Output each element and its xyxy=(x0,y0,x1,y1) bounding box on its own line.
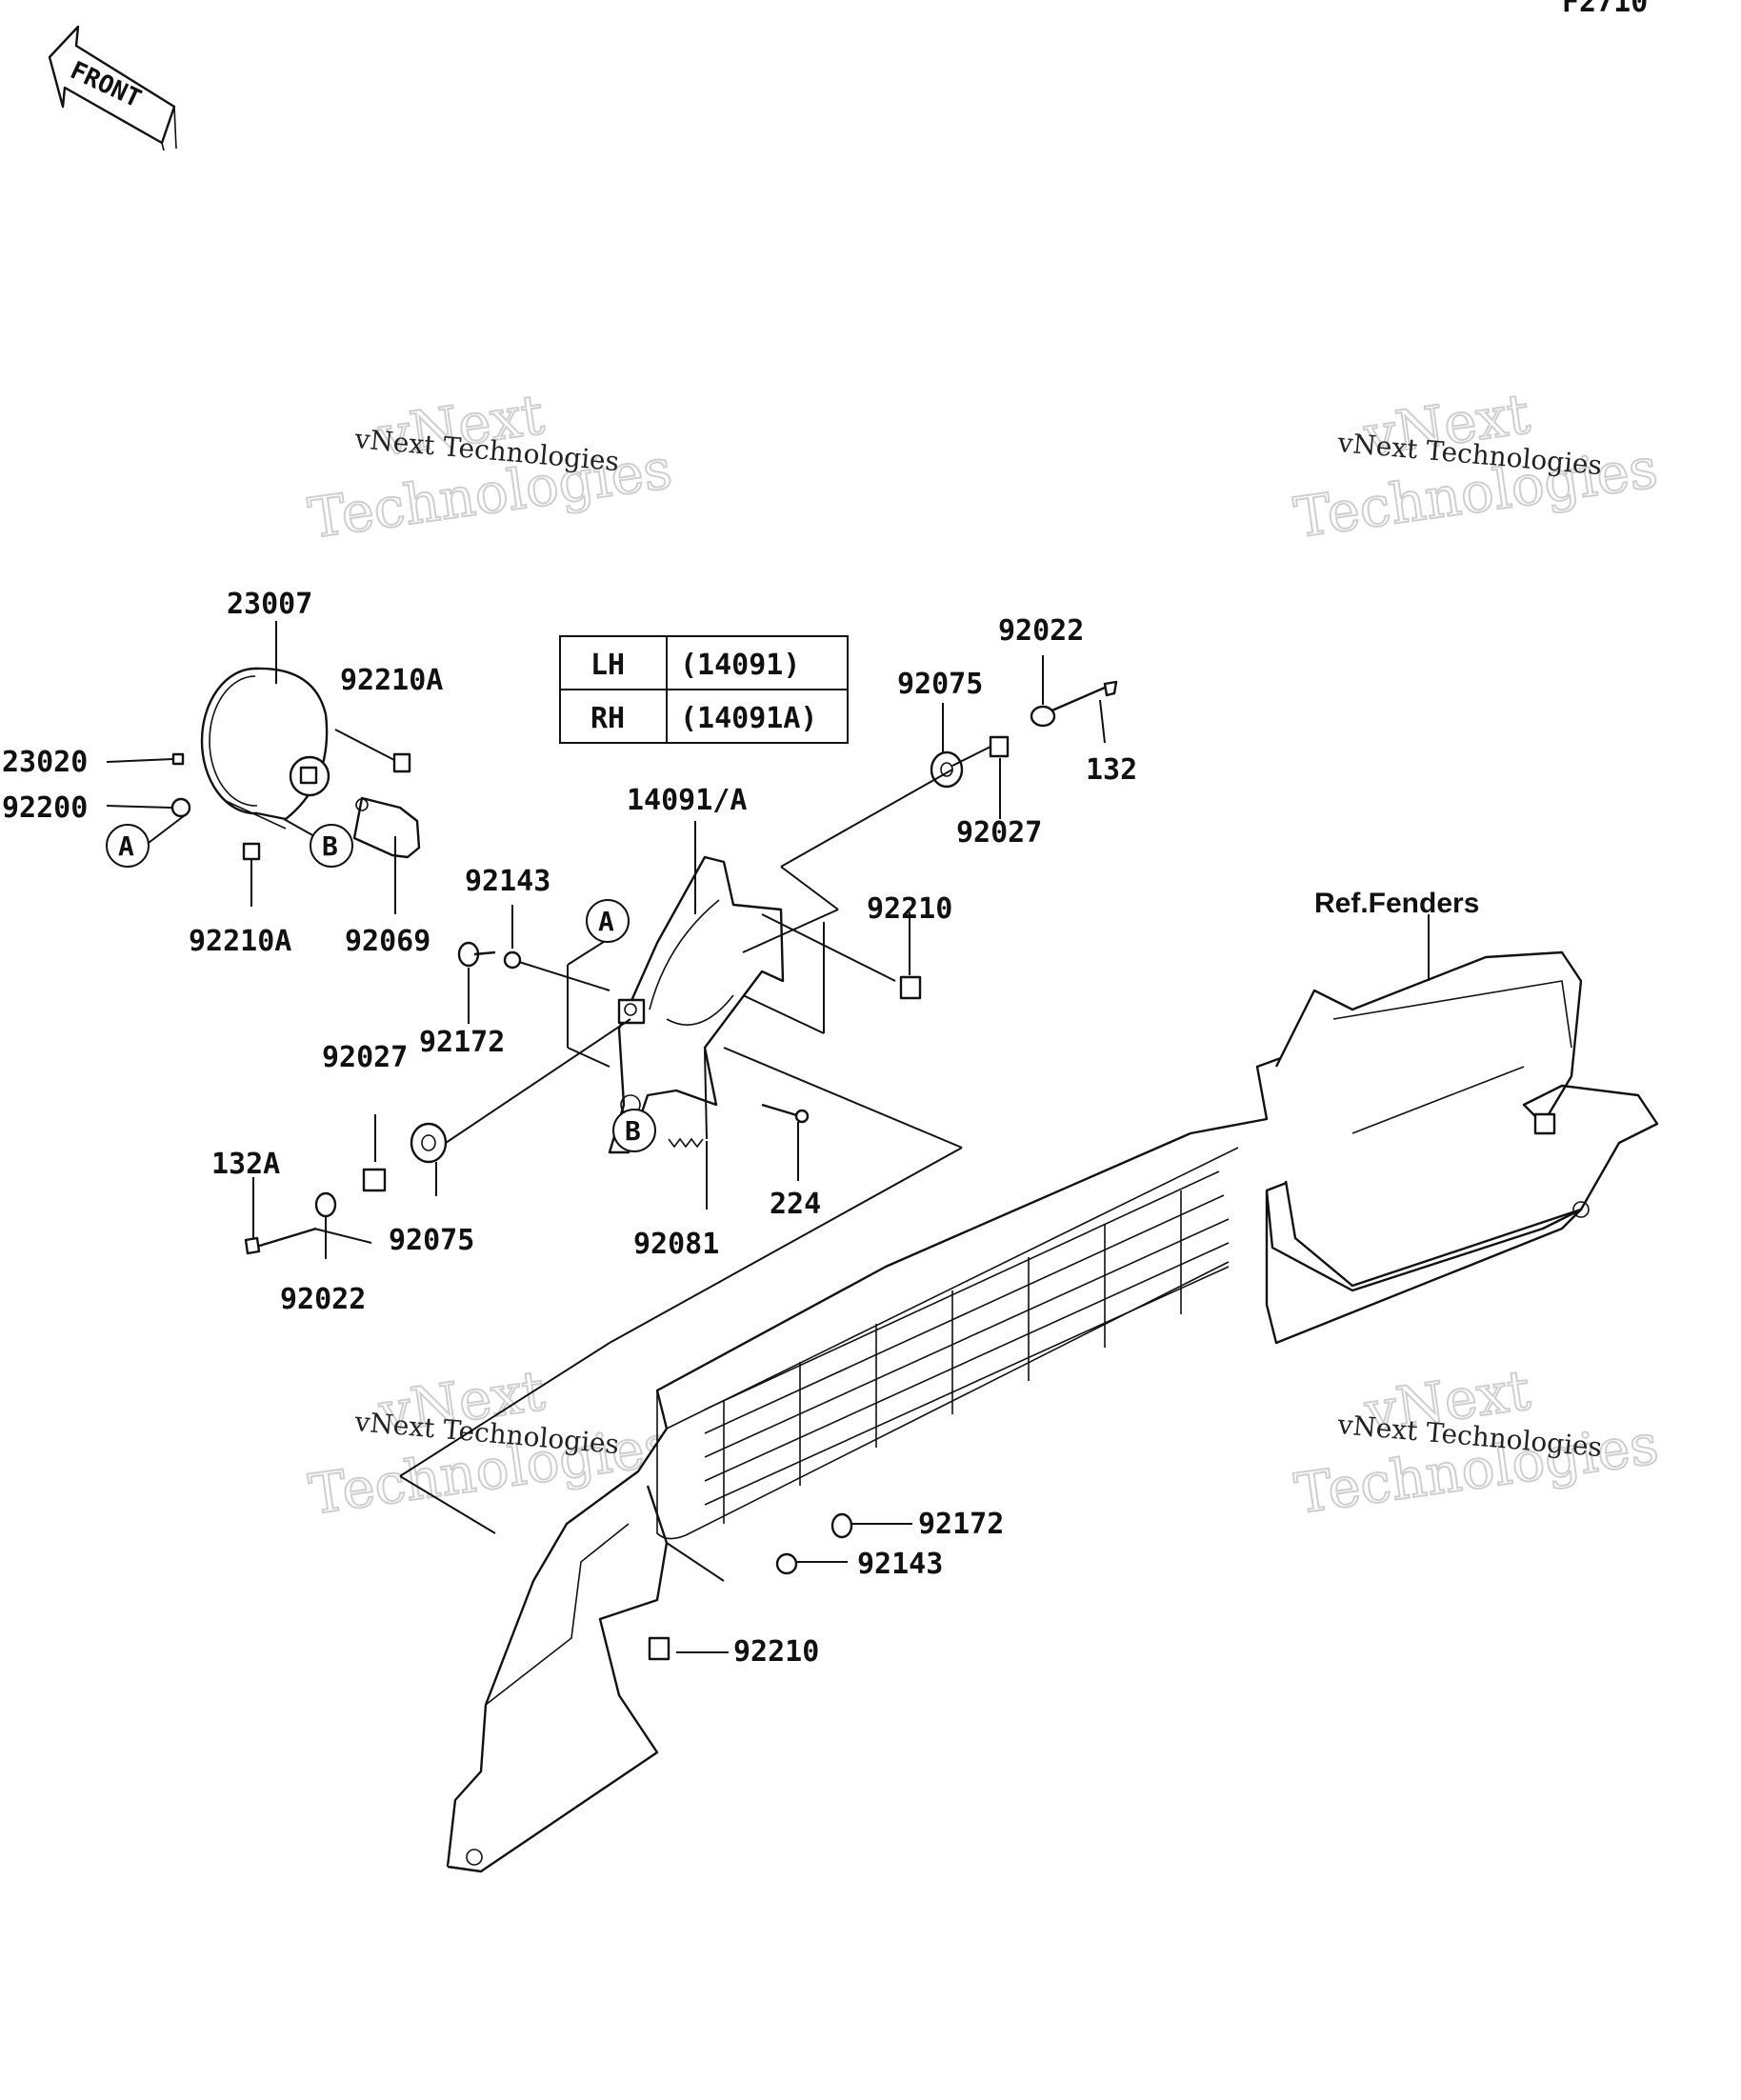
bolt-132 xyxy=(1047,680,1118,714)
washer-92143-bottom xyxy=(775,1552,798,1575)
table-side-rh: RH xyxy=(590,702,625,735)
callout-b-left: B xyxy=(310,824,353,868)
bulb-92069 xyxy=(352,796,421,859)
label-132: 132 xyxy=(1086,753,1137,787)
spring-92081 xyxy=(668,1137,704,1149)
washer-92200 xyxy=(170,797,191,818)
fender-bracket xyxy=(1274,950,1659,1288)
grommet-92075-left xyxy=(410,1122,448,1164)
grille-slats xyxy=(704,1170,1230,1524)
label-92210-bottom: 92210 xyxy=(733,1635,819,1669)
label-92027-top: 92027 xyxy=(956,816,1042,850)
label-92143-bottom: 92143 xyxy=(857,1548,943,1581)
label-132A: 132A xyxy=(211,1148,280,1181)
collar-92027-top xyxy=(989,735,1010,758)
page-code: F2710 xyxy=(1562,0,1648,19)
callout-a-bracket: A xyxy=(586,899,630,943)
label-14091A: 14091/A xyxy=(627,784,747,817)
washer-92022-top xyxy=(1030,705,1056,728)
table-side-lh: LH xyxy=(590,649,625,682)
label-92022-top: 92022 xyxy=(998,614,1084,648)
label-92027-left: 92027 xyxy=(322,1041,408,1074)
leader-lines xyxy=(106,621,1430,1653)
bolt-132A xyxy=(244,1227,317,1255)
svg-text:B: B xyxy=(625,1115,641,1147)
label-92143-top: 92143 xyxy=(465,865,550,898)
front-arrow-icon: FRONT xyxy=(48,25,177,151)
label-92200: 92200 xyxy=(2,791,88,825)
label-ref-fenders: Ref.Fenders xyxy=(1314,888,1479,919)
washer-92022-left xyxy=(314,1191,337,1218)
nut-23020 xyxy=(171,752,185,766)
label-92172-top: 92172 xyxy=(419,1026,505,1059)
screw-92172-top xyxy=(457,941,496,968)
label-92081: 92081 xyxy=(633,1228,719,1261)
label-23020: 23020 xyxy=(2,746,88,779)
table-part-lh: (14091) xyxy=(680,649,800,682)
callout-a-left: A xyxy=(106,824,150,868)
label-92210-mid: 92210 xyxy=(867,892,952,926)
washer-92143-top xyxy=(503,950,522,970)
label-92075-left: 92075 xyxy=(389,1224,474,1257)
collar-92027-left xyxy=(362,1168,387,1192)
label-23007: 23007 xyxy=(227,588,312,621)
callout-b-bracket: B xyxy=(612,1109,656,1152)
label-224: 224 xyxy=(770,1188,821,1221)
headlight-23007 xyxy=(200,667,330,830)
label-92210A-top: 92210A xyxy=(340,664,443,697)
svg-text:A: A xyxy=(118,830,134,862)
screw-92172-bottom xyxy=(830,1512,853,1539)
label-92075-top: 92075 xyxy=(897,668,983,701)
label-92172-bottom: 92172 xyxy=(918,1508,1004,1541)
svg-text:B: B xyxy=(322,830,338,862)
clip-92210A-bottom xyxy=(242,842,261,861)
label-92022-left: 92022 xyxy=(280,1283,366,1316)
screw-224 xyxy=(761,1103,810,1124)
label-92210A-bottom: 92210A xyxy=(189,925,291,958)
table-part-rh: (14091A) xyxy=(680,702,818,735)
bracket-14091A xyxy=(608,855,785,1154)
label-92069: 92069 xyxy=(345,925,430,958)
grommet-92075-top xyxy=(930,750,964,789)
clip-92210A-top xyxy=(392,752,411,773)
clip-92210-mid xyxy=(899,975,922,1000)
side-table: LH (14091) RH (14091A) xyxy=(559,635,849,744)
svg-text:A: A xyxy=(598,906,614,937)
front-guard-grille xyxy=(446,1046,1583,1873)
